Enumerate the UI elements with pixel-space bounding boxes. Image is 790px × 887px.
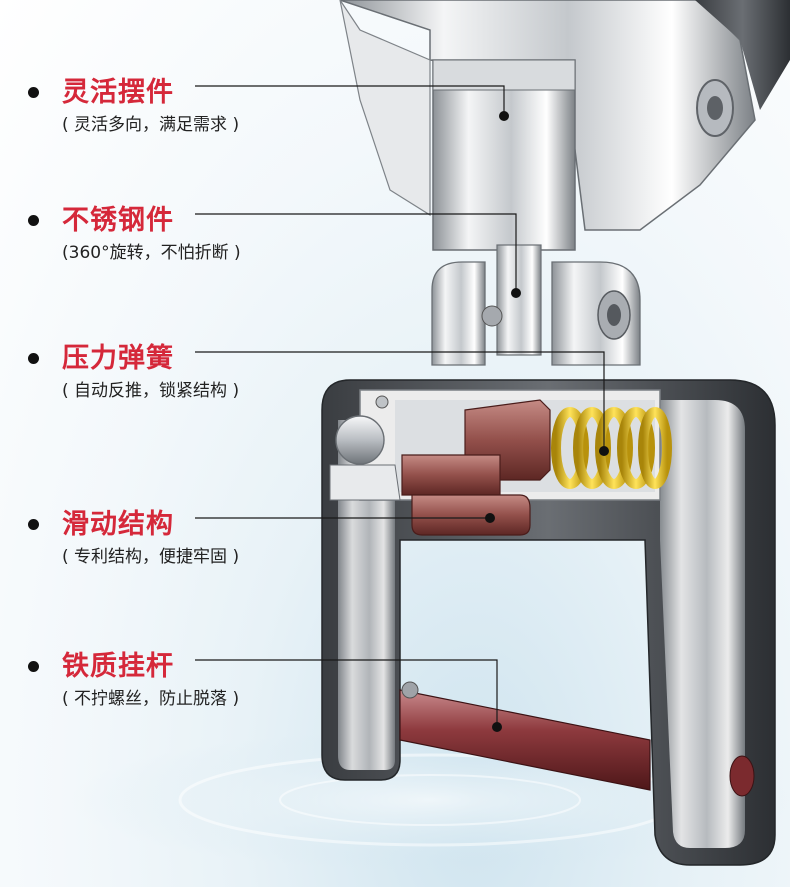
leader-line-2	[195, 213, 517, 293]
feature-title: 铁质挂杆	[62, 651, 174, 682]
feature-subtitle: ( 不拧螺丝，防止脱落 )	[62, 689, 240, 709]
leader-line-1	[195, 85, 505, 116]
feature-subtitle: ( 自动反推，锁紧结构 )	[62, 381, 240, 401]
leader-line-5	[195, 659, 498, 727]
bullet-dot-icon	[28, 215, 39, 226]
feature-title: 压力弹簧	[62, 343, 174, 374]
feature-title: 滑动结构	[62, 509, 174, 540]
leader-line-3	[195, 351, 605, 451]
bullet-dot-icon	[28, 661, 39, 672]
feature-title: 灵活摆件	[62, 77, 174, 108]
spring-coils	[551, 407, 672, 489]
feature-subtitle: ( 专利结构，便捷牢固 )	[62, 547, 240, 567]
bullet-dot-icon	[28, 353, 39, 364]
feature-subtitle: ( 灵活多向，满足需求 )	[62, 115, 240, 135]
feature-subtitle: (360°旋转，不怕折断 )	[62, 243, 241, 263]
bullet-dot-icon	[28, 519, 39, 530]
feature-title: 不锈钢件	[62, 205, 174, 236]
bullet-dot-icon	[28, 87, 39, 98]
